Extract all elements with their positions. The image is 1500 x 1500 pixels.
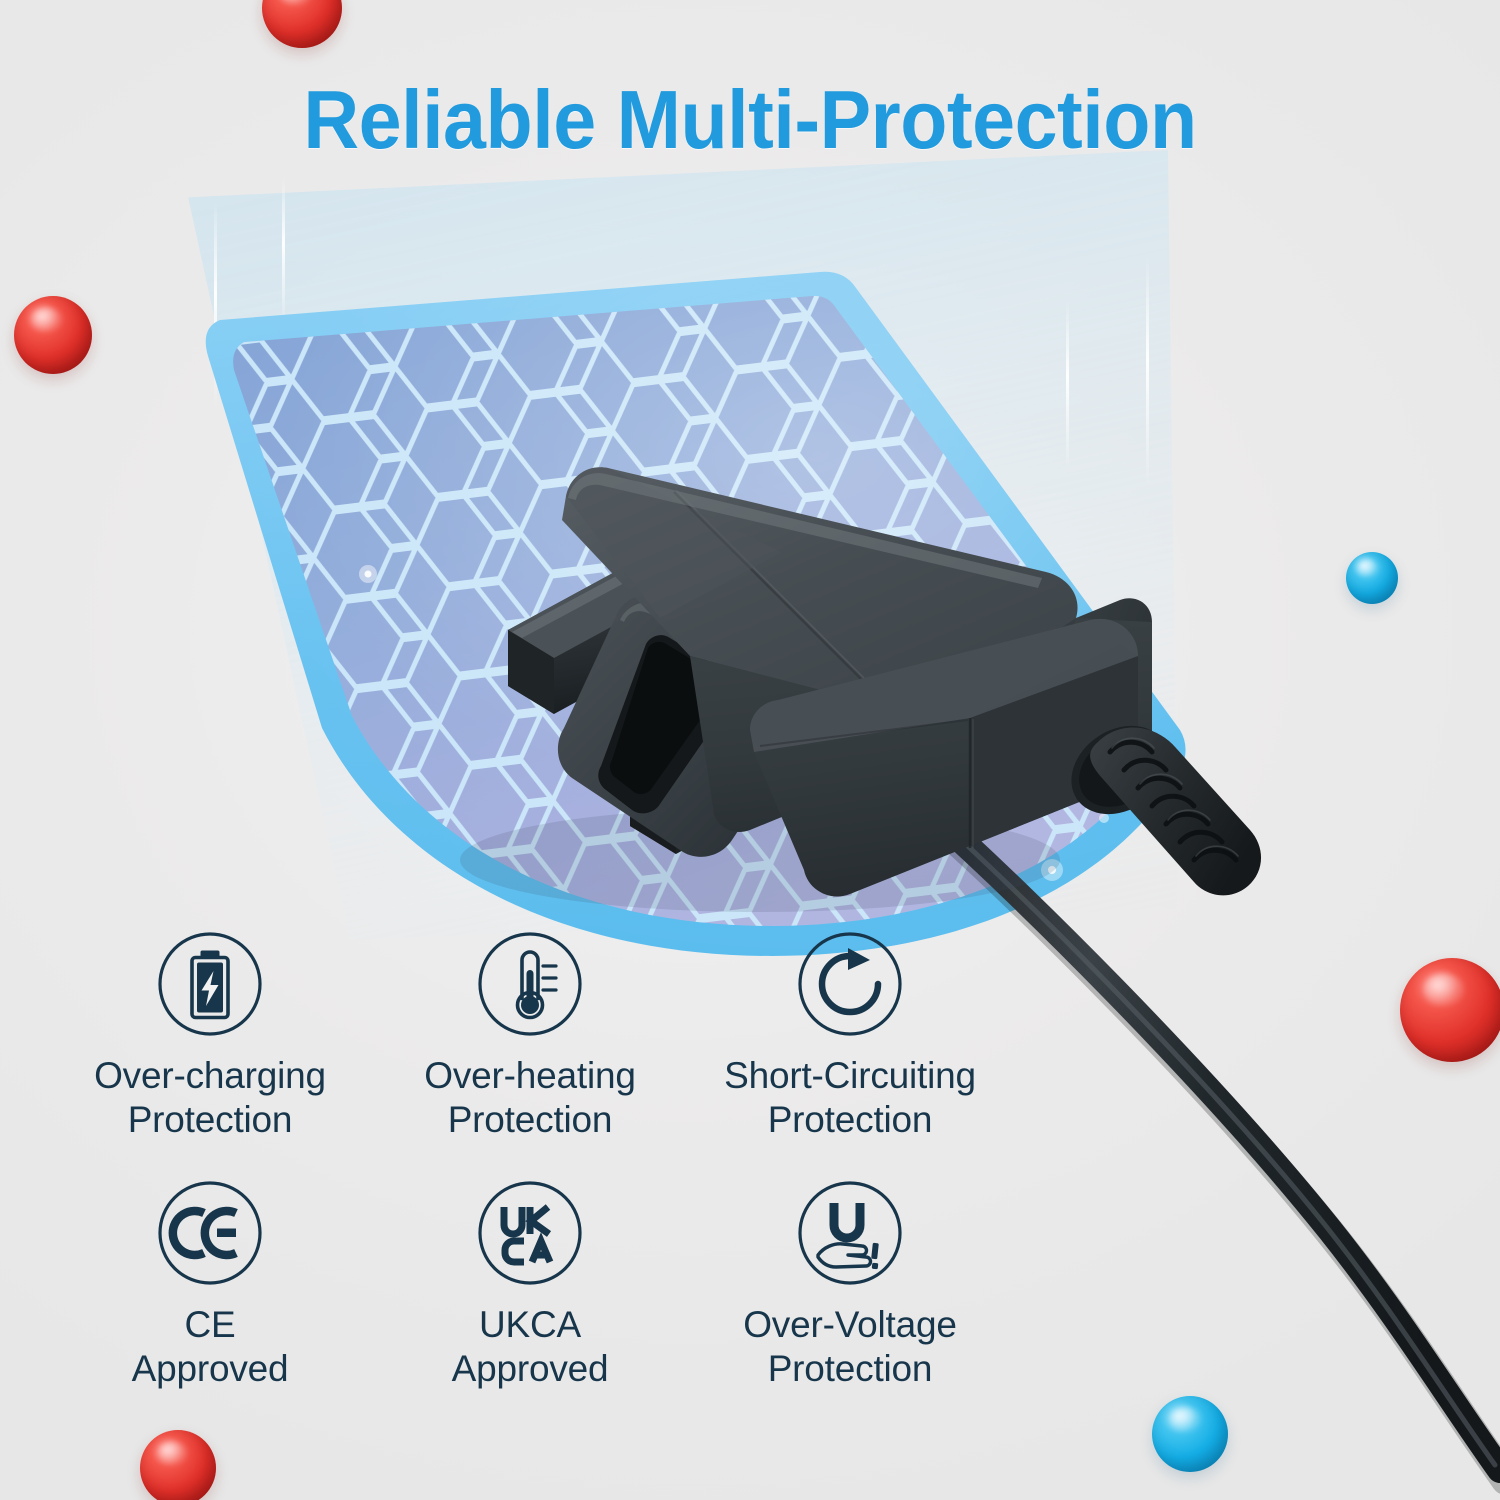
feature-over-heating[interactable]: Over-heating Protection [370,930,690,1141]
sphere-blue-right [1346,552,1398,604]
feature-label: Over-charging Protection [94,1055,326,1140]
feature-short-circuiting[interactable]: Short-Circuiting Protection [690,930,1010,1141]
feature-label: Over-Voltage Protection [743,1304,957,1389]
feature-over-charging[interactable]: Over-charging Protection [50,930,370,1141]
circular-arrow-icon [796,930,904,1038]
sphere-blue-bottom [1152,1396,1228,1472]
hand-voltage-icon [796,1179,904,1287]
feature-over-voltage[interactable]: Over-Voltage Protection [690,1179,1010,1390]
honeycomb-shield-graphic [172,258,1212,958]
feature-label: Over-heating Protection [424,1055,636,1140]
feature-ce-approved[interactable]: CE Approved [50,1179,370,1390]
sphere-red-bottom-left [140,1430,216,1500]
feature-row-1: Over-charging Protection [50,930,1010,1141]
ukca-mark-icon [476,1179,584,1287]
battery-charging-icon [156,930,264,1038]
thermometer-icon [476,930,584,1038]
sphere-red-top [262,0,342,48]
feature-row-2: CE Approved [50,1179,1010,1390]
page-title: Reliable Multi-Protection [303,73,1197,166]
sphere-red-left [14,296,92,374]
feature-ukca-approved[interactable]: UKCA Approved [370,1179,690,1390]
sphere-red-bottom-right [1400,958,1500,1062]
protection-features-grid: Over-charging Protection [50,930,1010,1391]
feature-label: CE Approved [131,1304,289,1389]
feature-label: Short-Circuiting Protection [724,1055,976,1140]
ce-mark-icon [156,1179,264,1287]
feature-label: UKCA Approved [451,1304,609,1389]
